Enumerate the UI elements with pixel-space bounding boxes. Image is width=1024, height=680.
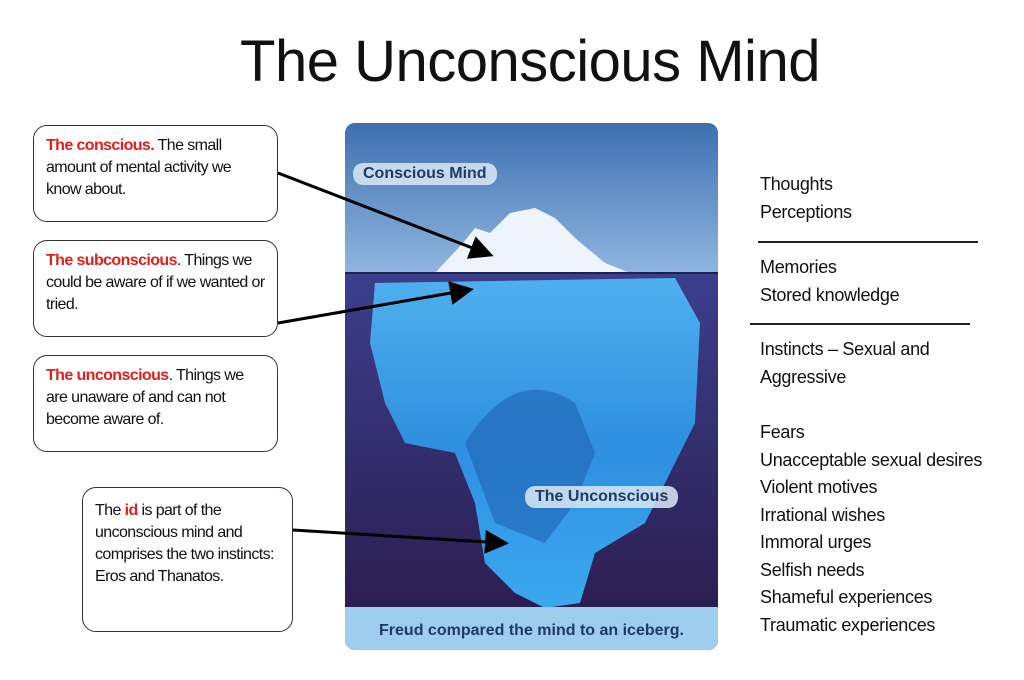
slide-title: The Unconscious Mind bbox=[240, 29, 820, 94]
box-term: The unconscious bbox=[46, 367, 169, 384]
right-item: Aggressive bbox=[760, 366, 847, 387]
right-item: Thoughts bbox=[760, 174, 833, 194]
right-item: Perceptions bbox=[760, 201, 852, 222]
right-group-instincts: Instincts – Sexual and Aggressive bbox=[760, 336, 930, 391]
box-term: The subconscious bbox=[46, 252, 177, 269]
right-group-subconscious: Memories Stored knowledge bbox=[760, 254, 900, 309]
box-text: . Things we could be aware of if we want… bbox=[46, 252, 265, 313]
right-item: Selfish needs bbox=[760, 559, 865, 580]
conscious-mind-label: Conscious Mind bbox=[353, 163, 497, 185]
box-term: The conscious. bbox=[46, 137, 155, 154]
right-item: Memories bbox=[760, 257, 837, 277]
box-pre: The bbox=[95, 502, 125, 519]
box-text: . Things we are unaware of and can not b… bbox=[46, 367, 244, 428]
box-text: The small amount of mental activity we k… bbox=[46, 137, 232, 198]
right-item: Instincts – Sexual and bbox=[760, 339, 930, 359]
right-item: Violent motives bbox=[760, 477, 878, 497]
right-group-unconscious: Fears Unacceptable sexual desires Violen… bbox=[760, 419, 982, 639]
image-caption: Freud compared the mind to an iceberg. bbox=[345, 607, 718, 650]
right-group-conscious: Thoughts Perceptions bbox=[760, 171, 852, 226]
iceberg-image: Conscious Mind The Unconscious Freud com… bbox=[345, 123, 718, 650]
right-item: Traumatic experiences bbox=[760, 614, 936, 635]
iceberg-illustration bbox=[345, 123, 718, 650]
id-box: The id is part of the unconscious mind a… bbox=[82, 487, 293, 632]
right-item: Irrational wishes bbox=[760, 504, 885, 525]
right-item: Unacceptable sexual desires bbox=[760, 449, 983, 470]
box-term: id bbox=[124, 502, 139, 519]
subconscious-box: The subconscious. Things we could be awa… bbox=[33, 240, 278, 337]
divider bbox=[750, 323, 970, 325]
unconscious-box: The unconscious. Things we are unaware o… bbox=[33, 355, 278, 452]
unconscious-label: The Unconscious bbox=[525, 486, 679, 508]
conscious-box: The conscious. The small amount of menta… bbox=[33, 125, 278, 222]
box-text: is part of the unconscious mind and comp… bbox=[95, 502, 274, 585]
divider bbox=[758, 241, 978, 243]
right-item: Fears bbox=[760, 422, 805, 442]
right-item: Shameful experiences bbox=[760, 587, 933, 607]
right-item: Immoral urges bbox=[760, 532, 872, 552]
right-item: Stored knowledge bbox=[760, 284, 900, 305]
